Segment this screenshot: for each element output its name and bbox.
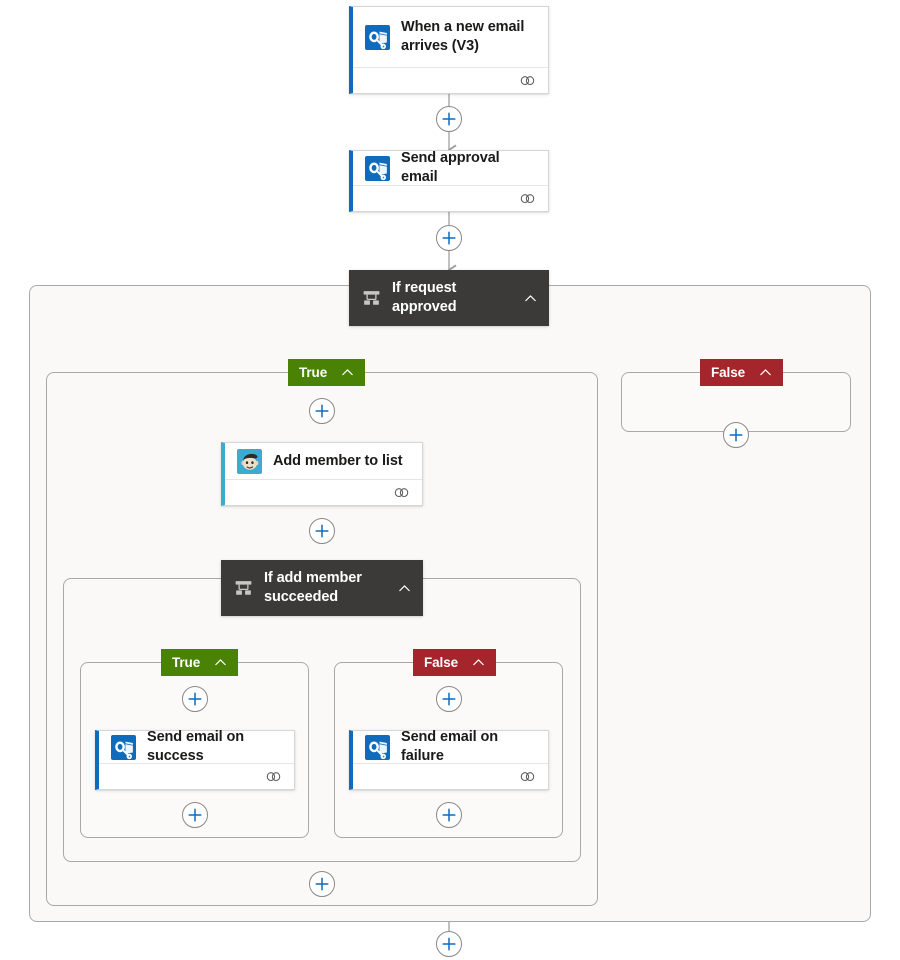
outlook-icon [365,734,390,760]
connection-link-icon[interactable] [393,486,410,499]
plus-icon [442,808,456,822]
plus-icon [442,692,456,706]
node-footer [225,479,422,505]
branch-badge-false-inner[interactable]: False [413,649,497,676]
chevron-up-icon[interactable] [339,364,356,381]
node-title: When a new email arrives (V3) [401,19,525,54]
branch-badge-true-outer[interactable]: True [288,359,366,386]
node-footer [353,763,548,789]
chevron-up-icon[interactable] [522,290,539,307]
outlook-icon [111,734,136,760]
node-header: Send email on success [99,729,294,764]
branch-label: True [172,655,201,670]
condition-branch-icon [363,290,380,305]
plus-icon [188,808,202,822]
node-title: Send approval email [401,150,500,185]
add-step-button-after-outer-condition[interactable] [436,931,462,957]
node-footer [353,67,548,93]
connection-link-icon[interactable] [519,770,536,783]
chevron-up-icon[interactable] [396,580,413,597]
node-send-email-on-success[interactable]: Send email on success [95,729,295,790]
outlook-icon [365,24,390,50]
node-send-approval-email[interactable]: Send approval email [349,150,549,212]
node-title: Add member to list [273,452,403,469]
node-title: If add member succeeded [264,570,362,605]
add-step-button-after-trigger[interactable] [436,106,462,132]
add-step-button-after-add-member[interactable] [309,518,335,544]
condition-branch-icon [235,580,252,595]
chevron-up-icon[interactable] [212,654,229,671]
add-step-button-before-add-member[interactable] [309,398,335,424]
node-send-email-on-failure[interactable]: Send email on failure [349,729,549,790]
branch-label: True [299,365,328,380]
node-footer [353,185,548,211]
plus-icon [315,877,329,891]
add-step-button-false-branch-outer[interactable] [723,422,749,448]
connection-link-icon[interactable] [519,192,536,205]
plus-icon [442,112,456,126]
plus-icon [315,524,329,538]
node-title: Send email on success [147,729,244,764]
branch-label: False [711,365,746,380]
plus-icon [188,692,202,706]
add-step-button-before-send-success[interactable] [182,686,208,712]
branch-badge-true-inner[interactable]: True [161,649,239,676]
node-add-member-to-list[interactable]: Add member to list [221,442,423,506]
node-if-add-member-succeeded[interactable]: If add member succeeded [221,560,423,616]
add-step-button-after-send-success[interactable] [182,802,208,828]
mailchimp-icon [237,448,262,474]
chevron-up-icon[interactable] [757,364,774,381]
chevron-up-icon[interactable] [470,654,487,671]
outlook-icon [365,155,390,181]
node-header: Add member to list [225,443,422,479]
node-footer [99,763,294,789]
node-title: Send email on failure [401,729,498,764]
node-header: Send email on failure [353,729,548,764]
branch-label: False [424,655,459,670]
connection-link-icon[interactable] [265,770,282,783]
node-header: Send approval email [353,150,548,185]
plus-icon [729,428,743,442]
connection-link-icon[interactable] [519,74,536,87]
plus-icon [442,937,456,951]
node-when-a-new-email-arrives[interactable]: When a new email arrives (V3) [349,6,549,94]
branch-badge-false-outer[interactable]: False [700,359,784,386]
add-step-button-before-send-failure[interactable] [436,686,462,712]
plus-icon [315,404,329,418]
add-step-button-after-send-approval[interactable] [436,225,462,251]
plus-icon [442,231,456,245]
add-step-button-after-inner-condition[interactable] [309,871,335,897]
node-header: When a new email arrives (V3) [353,7,548,67]
node-title: If request approved [392,280,457,315]
add-step-button-after-send-failure[interactable] [436,802,462,828]
node-if-request-approved[interactable]: If request approved [349,270,549,326]
